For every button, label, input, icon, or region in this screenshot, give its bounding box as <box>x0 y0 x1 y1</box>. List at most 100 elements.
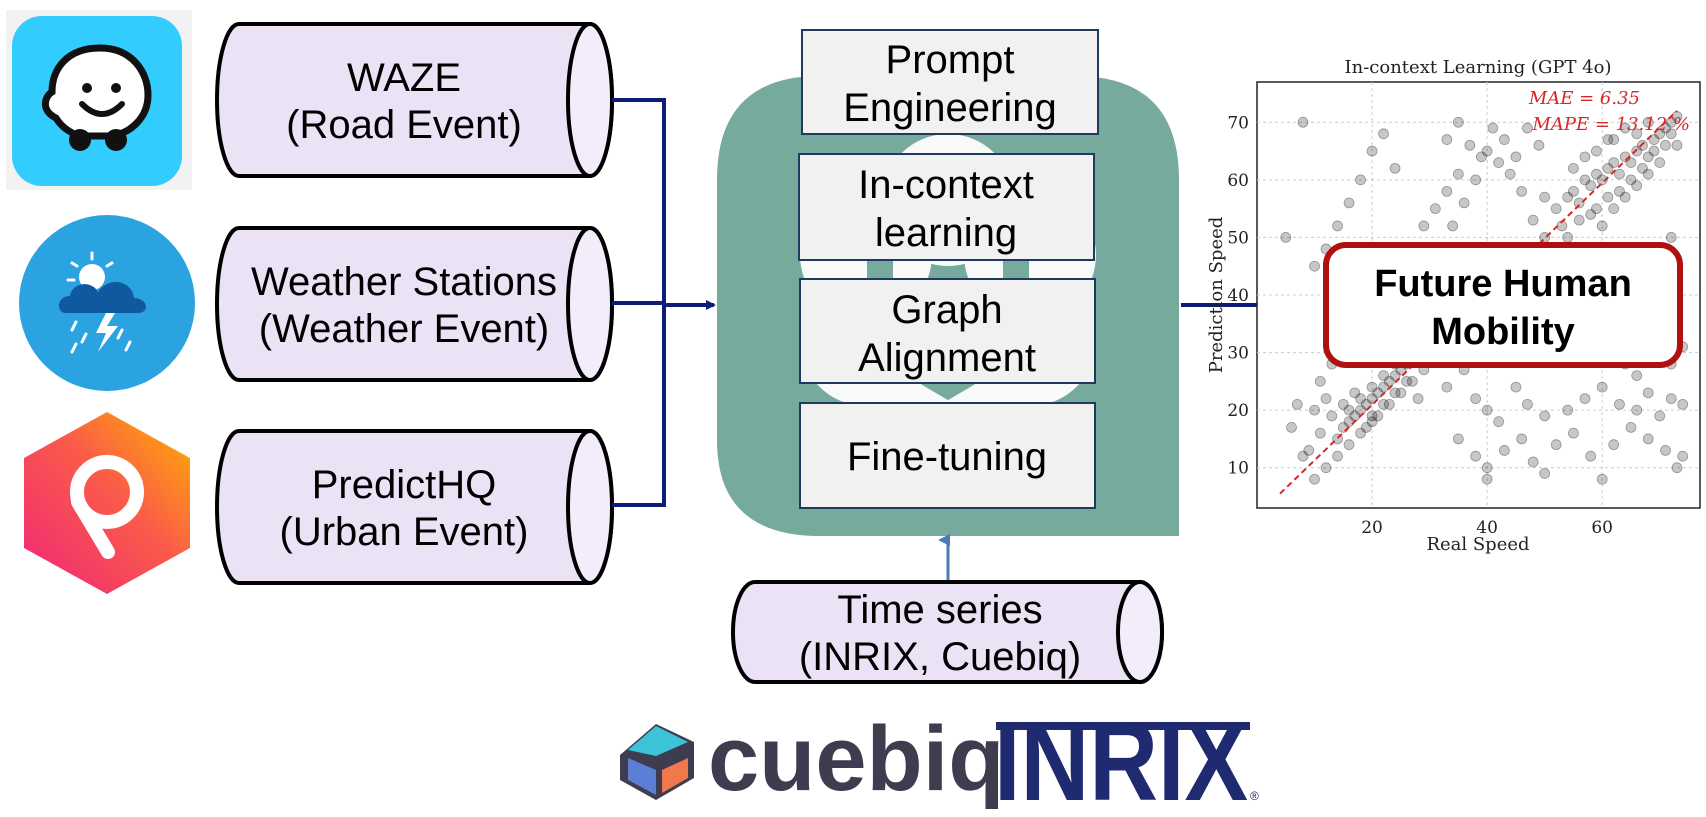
scatter-point <box>1671 462 1683 474</box>
graph-line1: Graph <box>891 288 1002 332</box>
mape-annotation: MAPE = 13.12 % <box>1531 114 1690 135</box>
prompt-line2: Engineering <box>843 86 1057 130</box>
future-line2: Mobility <box>1431 311 1575 353</box>
in-context-learning-box: In-context learning <box>798 153 1095 261</box>
scatter-point <box>1452 433 1464 445</box>
scatter-point <box>1585 180 1597 192</box>
scatter-point <box>1677 398 1689 410</box>
scatter-point <box>1648 145 1660 157</box>
scatter-point <box>1568 162 1579 174</box>
scatter-point <box>1412 393 1424 405</box>
prompt-line1: Prompt <box>886 38 1015 82</box>
scatter-point <box>1303 445 1315 456</box>
scatter-point <box>1637 162 1648 174</box>
scatter-point <box>1573 214 1585 226</box>
timeseries-line1: Time series <box>837 588 1042 632</box>
scatter-point <box>1332 450 1343 462</box>
scatter-point <box>1389 387 1401 399</box>
scatter-point <box>1326 410 1338 422</box>
scatter-point <box>1452 116 1464 128</box>
scatter-point <box>1625 174 1637 186</box>
scatter-point <box>1539 191 1551 203</box>
y-tick-label: 50 <box>1227 228 1249 248</box>
scatter-point <box>1493 157 1505 168</box>
scatter-point <box>1510 151 1522 163</box>
scatter-point <box>1665 232 1677 243</box>
scatter-point <box>1648 134 1660 145</box>
scatter-point <box>1441 134 1453 145</box>
scatter-point <box>1366 145 1378 157</box>
scatter-point <box>1395 387 1407 399</box>
scatter-point <box>1550 439 1562 451</box>
scatter-point <box>1470 450 1482 462</box>
scatter-point <box>1654 157 1666 168</box>
y-tick-label: 30 <box>1227 344 1249 364</box>
scatter-point <box>1654 410 1666 422</box>
scatter-point <box>1464 139 1476 151</box>
scatter-point <box>1591 145 1602 157</box>
scatter-point <box>1533 139 1545 151</box>
scatter-point <box>1631 180 1643 192</box>
finetune-line1: Fine-tuning <box>847 435 1047 479</box>
scatter-point <box>1378 128 1389 140</box>
scatter-point <box>1447 220 1459 232</box>
scatter-point <box>1654 128 1666 140</box>
scatter-point <box>1366 410 1378 422</box>
inrix-logo: INRIX ® <box>994 699 1259 817</box>
scatter-point <box>1481 404 1493 416</box>
scatter-point <box>1406 375 1418 387</box>
y-axis-label: Prediction Speed <box>1206 217 1227 374</box>
scatter-point <box>1539 410 1551 422</box>
weather-icon <box>19 215 195 391</box>
scatter-point <box>1539 468 1551 479</box>
scatter-point <box>1579 151 1591 163</box>
scatter-point <box>1568 185 1579 197</box>
chart-title: In-context Learning (GPT 4o) <box>1345 57 1612 78</box>
incontext-line1: In-context <box>858 163 1034 207</box>
scatter-point <box>1614 185 1625 197</box>
scatter-point <box>1562 232 1574 243</box>
y-tick-label: 60 <box>1227 171 1249 191</box>
predicthq-icon <box>24 412 190 594</box>
scatter-point <box>1642 151 1654 163</box>
source-cylinder-1: Weather Stations(Weather Event) <box>215 226 614 382</box>
scatter-point <box>1671 139 1683 151</box>
scatter-point <box>1441 381 1453 393</box>
scatter-point <box>1591 168 1602 180</box>
scatter-point <box>1660 139 1671 151</box>
future-mobility-box: Future Human Mobility <box>1323 242 1683 368</box>
x-axis-label: Real Speed <box>1426 534 1529 555</box>
source-title: Weather Stations <box>251 260 557 304</box>
scatter-point <box>1596 473 1608 485</box>
scatter-point <box>1314 375 1326 387</box>
scatter-point <box>1665 393 1677 405</box>
scatter-point <box>1452 168 1464 180</box>
cuebiq-logo: cuebiq <box>620 708 1004 810</box>
scatter-point <box>1360 422 1372 433</box>
scatter-point <box>1366 416 1378 428</box>
scatter-point <box>1286 422 1297 433</box>
scatter-point <box>1596 220 1608 232</box>
scatter-point <box>1389 162 1401 174</box>
scatter-point <box>1291 398 1303 410</box>
scatter-point <box>1619 191 1631 203</box>
scatter-point <box>1642 168 1654 180</box>
scatter-point <box>1470 393 1482 405</box>
source-title: PredictHQ <box>312 463 497 507</box>
scatter-point <box>1614 168 1625 180</box>
scatter-point <box>1309 260 1320 272</box>
x-tick-label: 40 <box>1476 518 1498 538</box>
waze-icon <box>6 10 192 190</box>
source-connectors <box>612 98 666 507</box>
scatter-point <box>1660 445 1671 456</box>
scatter-point <box>1516 433 1528 445</box>
scatter-point <box>1418 220 1430 232</box>
scatter-point <box>1378 381 1389 393</box>
scatter-point <box>1602 191 1614 203</box>
scatter-point <box>1631 128 1643 140</box>
source-cylinder-2: PredictHQ(Urban Event) <box>215 429 614 585</box>
scatter-point <box>1504 168 1516 180</box>
scatter-point <box>1355 427 1366 439</box>
source-title: WAZE <box>347 56 461 100</box>
